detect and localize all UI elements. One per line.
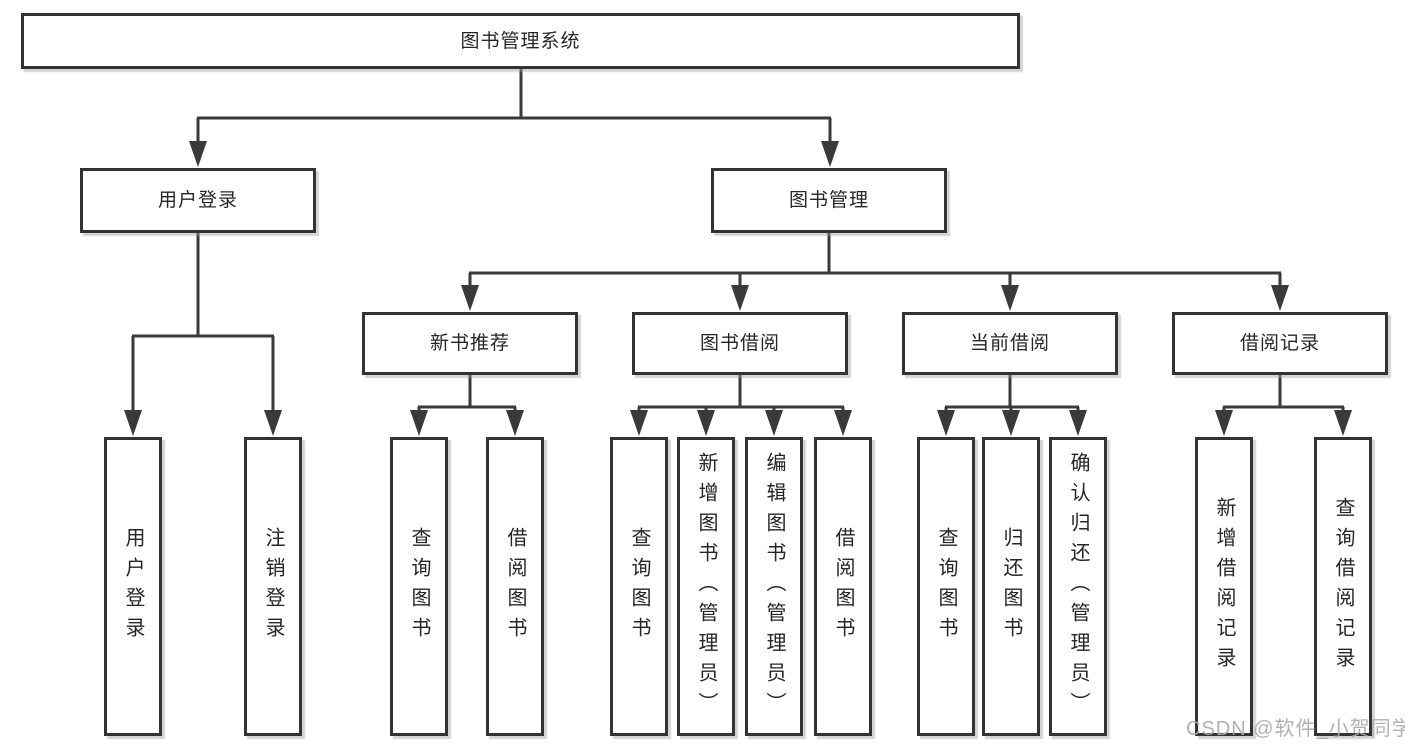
node-current-borrowing: 当前借阅: [902, 312, 1118, 375]
connector-records-to-leaves: [1222, 374, 1345, 418]
leaf-query-books-current-label: 查询图书: [935, 526, 957, 647]
connector-currentborrow-to-leaves: [944, 374, 1080, 418]
connector-bookmgmt-to-level3: [468, 232, 1282, 290]
node-user-login: 用户登录: [80, 168, 316, 233]
leaf-add-borrow-record: 新增借阅记录: [1195, 437, 1253, 736]
leaf-borrow-books-borrowing-label: 借阅图书: [832, 526, 854, 647]
csdn-watermark: CSDN @软件_小贺同学: [1186, 718, 1405, 740]
leaf-add-borrow-record-label: 新增借阅记录: [1213, 496, 1235, 677]
connector-root-to-level2: [196, 69, 832, 144]
connector-bookborrow-to-leaves: [637, 374, 845, 418]
leaf-user-login-label: 用户登录: [122, 526, 144, 647]
connector-userlogin-to-leaves: [131, 232, 275, 414]
leaf-query-books-current: 查询图书: [917, 437, 975, 736]
leaf-return-books: 归还图书: [982, 437, 1040, 736]
leaf-borrow-books-recommend-label: 借阅图书: [504, 526, 526, 647]
leaf-borrow-books-borrowing: 借阅图书: [814, 437, 872, 736]
leaf-edit-books-admin-label: 编辑图书（管理员）: [763, 451, 785, 722]
leaf-return-books-label: 归还图书: [1000, 526, 1022, 647]
node-new-book-recommendation: 新书推荐: [362, 312, 578, 375]
leaf-confirm-return-admin-label: 确认归还（管理员）: [1067, 451, 1089, 722]
leaf-add-books-admin: 新增图书（管理员）: [677, 437, 735, 736]
node-book-borrowing: 图书借阅: [632, 312, 848, 375]
leaf-query-books-recommend-label: 查询图书: [408, 526, 430, 647]
node-book-management: 图书管理: [711, 168, 947, 233]
leaf-logout: 注销登录: [244, 437, 302, 736]
connector-newbook-to-leaves: [417, 374, 517, 418]
node-borrowing-records: 借阅记录: [1172, 312, 1388, 375]
leaf-query-borrow-record-label: 查询借阅记录: [1332, 496, 1354, 677]
leaf-confirm-return-admin: 确认归还（管理员）: [1049, 437, 1107, 736]
leaf-logout-label: 注销登录: [262, 526, 284, 647]
node-library-system: 图书管理系统: [21, 13, 1020, 69]
leaf-query-books-recommend: 查询图书: [390, 437, 448, 736]
leaf-user-login: 用户登录: [104, 437, 162, 736]
leaf-edit-books-admin: 编辑图书（管理员）: [745, 437, 803, 736]
leaf-query-borrow-record: 查询借阅记录: [1314, 437, 1372, 736]
leaf-add-books-admin-label: 新增图书（管理员）: [695, 451, 717, 722]
leaf-borrow-books-recommend: 借阅图书: [486, 437, 544, 736]
leaf-query-books-borrowing-label: 查询图书: [628, 526, 650, 647]
leaf-query-books-borrowing: 查询图书: [610, 437, 668, 736]
